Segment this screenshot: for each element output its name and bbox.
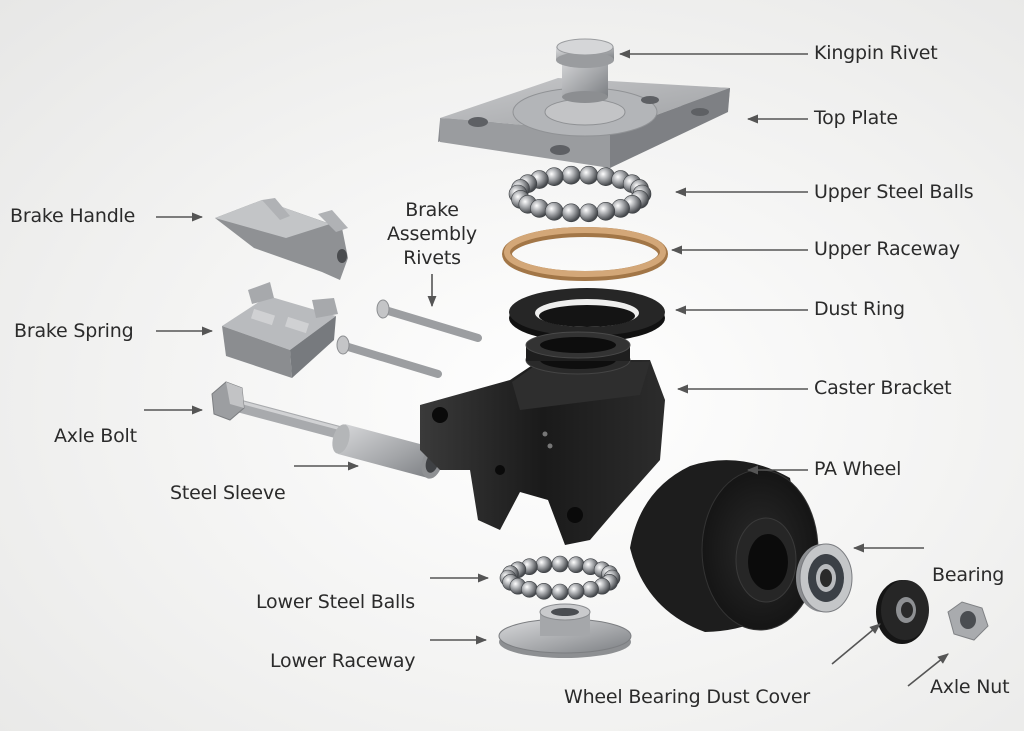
label-lower-raceway: Lower Raceway [270, 650, 416, 672]
lower-steel-balls [499, 555, 621, 601]
label-brake-spring: Brake Spring [14, 320, 134, 342]
brake-handle-part [215, 198, 348, 280]
steel-ball [551, 583, 569, 601]
label-steel-sleeve: Steel Sleeve [170, 482, 286, 504]
kingpin-rivet [556, 38, 614, 103]
label-kingpin-rivet: Kingpin Rivet [814, 42, 938, 64]
label-lower-steel-balls: Lower Steel Balls [256, 591, 415, 613]
leader-arrows [144, 49, 949, 687]
arrow-axle-nut [907, 653, 949, 687]
steel-ball [596, 202, 616, 221]
steel-ball [567, 556, 585, 574]
steel-ball [535, 582, 553, 600]
axle-nut-part [947, 601, 989, 641]
steel-ball [579, 203, 599, 223]
label-dust-ring: Dust Ring [814, 298, 905, 320]
axle-bolt-part [211, 381, 352, 441]
label-wheel-bearing-dust-cover: Wheel Bearing Dust Cover [564, 686, 811, 708]
upper-steel-balls [508, 165, 652, 223]
label-axle-nut: Axle Nut [930, 676, 1010, 698]
wheel-bearing-dust-cover-part [876, 580, 929, 644]
steel-ball [567, 582, 585, 600]
steel-ball [521, 580, 538, 598]
pa-wheel-part [630, 460, 819, 632]
steel-ball [544, 202, 564, 221]
brake-assembly-rivets-part [336, 299, 482, 378]
steel-ball [579, 165, 599, 185]
label-upper-steel-balls: Upper Steel Balls [814, 181, 974, 203]
brake-spring-part [222, 282, 338, 378]
label-brake-assembly-rivets: Brake Assembly Rivets [387, 199, 477, 269]
label-pa-wheel: PA Wheel [814, 458, 902, 480]
label-brake-handle: Brake Handle [10, 205, 136, 227]
steel-ball [561, 165, 581, 185]
label-caster-bracket: Caster Bracket [814, 377, 952, 399]
arrow-dust-cover [831, 623, 881, 665]
bearing-part [796, 543, 853, 613]
label-upper-raceway: Upper Raceway [814, 238, 960, 260]
dust-ring [509, 288, 665, 342]
steel-ball [551, 555, 569, 573]
steel-ball [561, 203, 581, 223]
top-plate [438, 78, 730, 168]
upper-raceway [502, 227, 668, 281]
caster-bracket-part [420, 331, 665, 545]
label-axle-bolt: Axle Bolt [54, 425, 137, 447]
steel-ball [535, 556, 553, 574]
lower-raceway-part [498, 603, 632, 658]
label-bearing: Bearing [932, 564, 1005, 586]
steel-ball [582, 580, 599, 598]
label-top-plate: Top Plate [814, 107, 898, 129]
